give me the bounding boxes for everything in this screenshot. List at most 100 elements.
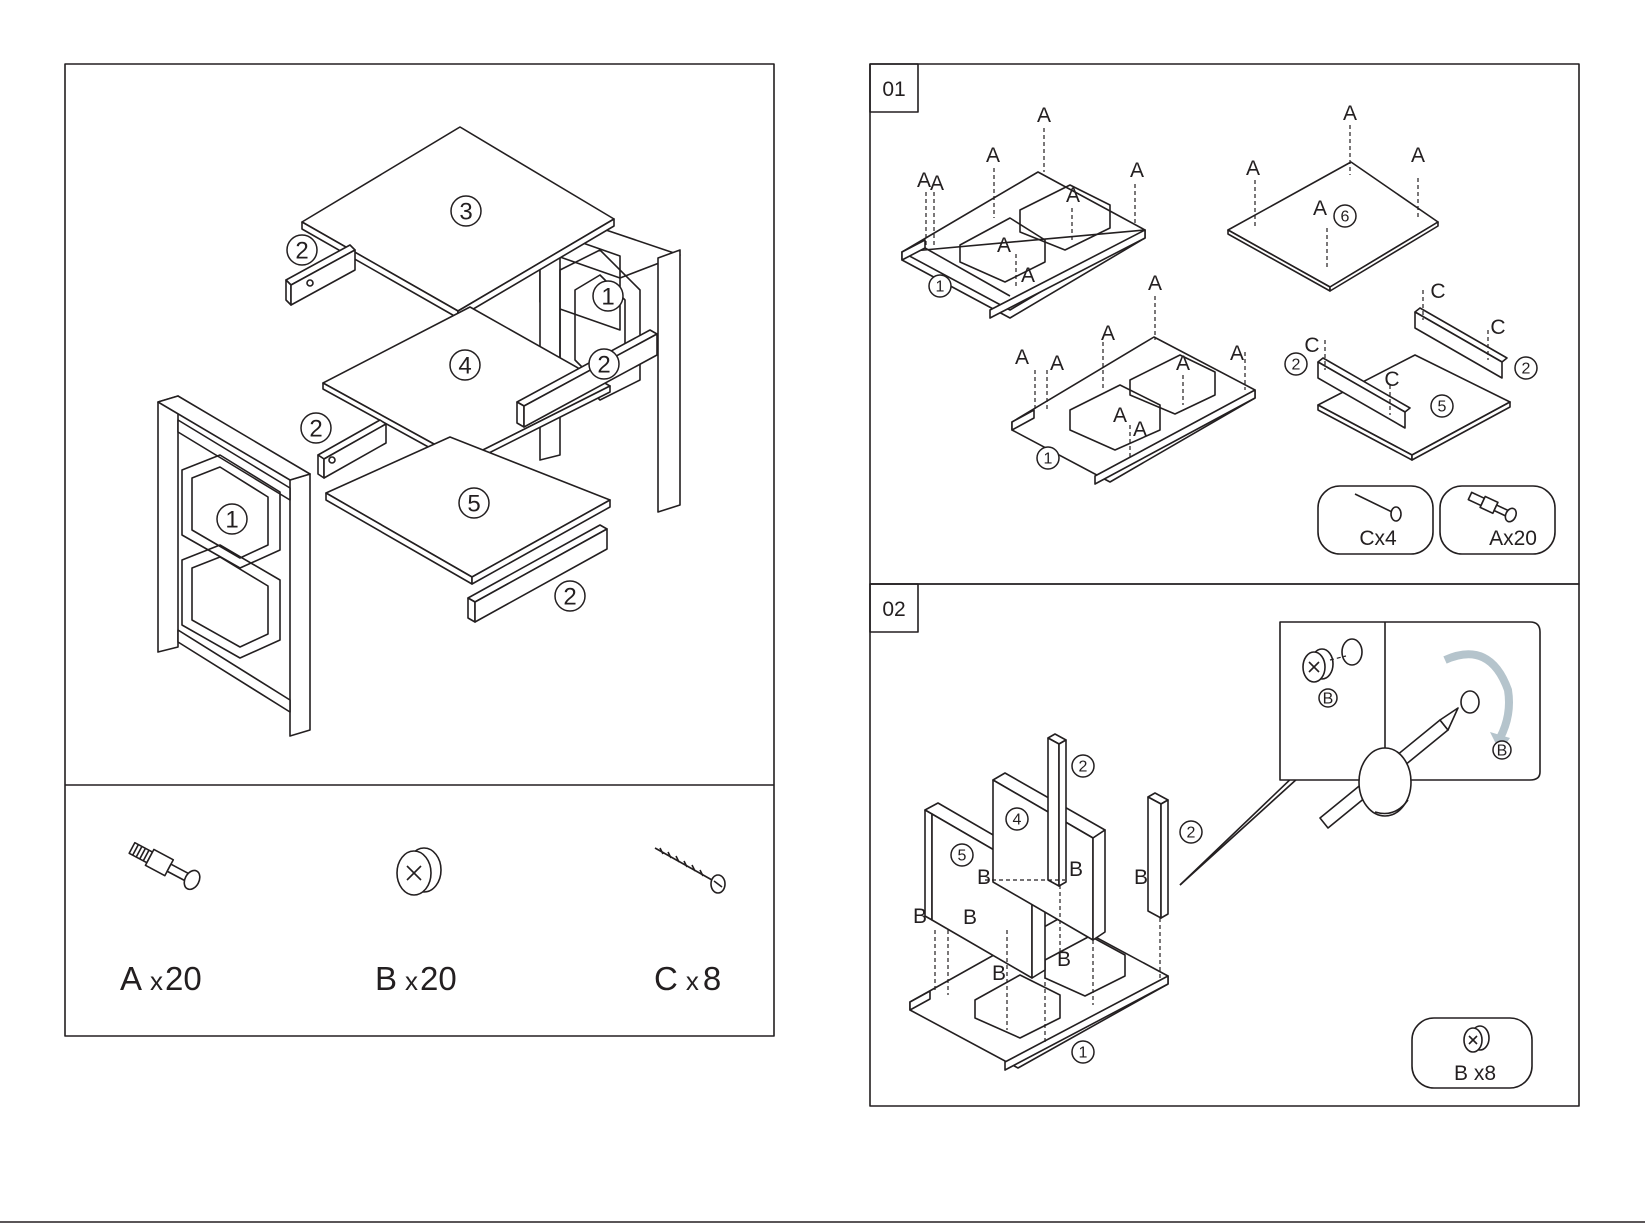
step-01-panel: 01 [870, 64, 1579, 584]
svg-text:3: 3 [459, 199, 472, 226]
wood-screw-icon [1355, 494, 1401, 521]
svg-text:A: A [1230, 342, 1244, 365]
step1-part-6: 6 [1334, 205, 1356, 227]
svg-text:C: C [1430, 280, 1445, 303]
vertical-rail-2-right [1148, 793, 1168, 918]
svg-text:B: B [977, 866, 991, 889]
part-label-2-left: 2 [301, 413, 331, 443]
hardware-box-B: B x8 [1412, 1018, 1532, 1088]
step2-part-2-right: 2 [1180, 821, 1202, 843]
svg-text:5: 5 [467, 491, 480, 518]
svg-text:B x8: B x8 [1454, 1062, 1496, 1085]
svg-text:A: A [917, 169, 931, 192]
svg-text:B: B [1497, 743, 1508, 760]
svg-text:C: C [1384, 368, 1399, 391]
svg-text:Ax20: Ax20 [120, 960, 202, 997]
svg-text:2: 2 [1187, 825, 1196, 842]
svg-text:2: 2 [1522, 361, 1531, 378]
svg-text:A: A [1130, 159, 1144, 182]
svg-text:C: C [1304, 334, 1319, 357]
svg-text:A: A [1037, 104, 1051, 127]
svg-text:B: B [1069, 858, 1083, 881]
cam-bolt-icon [1467, 490, 1518, 524]
step1-part-2-left: 2 [1285, 353, 1307, 375]
step1-part-2-right: 2 [1515, 357, 1537, 379]
step2-part-2-back: 2 [1072, 755, 1094, 777]
svg-text:B: B [1134, 866, 1148, 889]
part-label-3: 3 [451, 196, 481, 226]
svg-text:A: A [997, 234, 1011, 257]
step2-part-4: 4 [1006, 808, 1028, 830]
svg-text:C: C [1490, 316, 1505, 339]
svg-text:1: 1 [1044, 451, 1053, 468]
svg-text:B: B [1323, 691, 1334, 708]
svg-text:2: 2 [295, 238, 308, 265]
cam-lock-nut-icon [397, 848, 441, 895]
svg-text:A: A [1050, 352, 1064, 375]
step-number: 01 [882, 78, 905, 101]
svg-text:A: A [986, 144, 1000, 167]
svg-text:2: 2 [1079, 759, 1088, 776]
part-label-4: 4 [450, 350, 480, 380]
part-label-5: 5 [459, 488, 489, 518]
svg-text:1: 1 [936, 279, 945, 296]
svg-text:5: 5 [958, 848, 967, 865]
svg-text:B: B [913, 905, 927, 928]
svg-text:Ax20: Ax20 [1489, 527, 1537, 550]
bottom-panel-5-assembly [1318, 290, 1510, 460]
overview-panel: 3 2 1 4 2 2 5 1 2 [65, 64, 774, 1036]
svg-text:A: A [1101, 322, 1115, 345]
detail-part-B-2: B [1493, 741, 1511, 760]
svg-text:A: A [1343, 102, 1357, 125]
svg-text:1: 1 [225, 507, 238, 534]
step1-part-5: 5 [1431, 395, 1453, 417]
svg-text:5: 5 [1438, 399, 1447, 416]
part-label-2-right: 2 [589, 349, 619, 379]
step2-part-5: 5 [951, 844, 973, 866]
part-label-2-top: 2 [287, 235, 317, 265]
svg-text:Cx8: Cx8 [654, 960, 721, 997]
cam-bolt-icon [127, 839, 203, 892]
svg-text:2: 2 [563, 584, 576, 611]
step2-part-1: 1 [1072, 1041, 1094, 1063]
part-label-2-bottom: 2 [555, 581, 585, 611]
svg-text:A: A [1148, 272, 1162, 295]
svg-text:2: 2 [597, 352, 610, 379]
svg-text:Cx4: Cx4 [1359, 527, 1397, 550]
svg-text:A: A [1066, 184, 1080, 207]
svg-text:A: A [1411, 144, 1425, 167]
svg-text:A: A [1021, 264, 1035, 287]
step-02-panel: 02 [870, 584, 1579, 1106]
svg-text:B: B [963, 906, 977, 929]
detail-part-B: B [1319, 689, 1337, 708]
svg-text:4: 4 [1013, 812, 1022, 829]
svg-text:2: 2 [309, 416, 322, 443]
svg-text:A: A [930, 172, 944, 195]
hardware-box-A: Ax20 [1440, 486, 1555, 554]
step1-part-1-upper: 1 [929, 275, 951, 297]
svg-text:1: 1 [601, 284, 614, 311]
part-label-1-front: 1 [217, 504, 247, 534]
svg-text:1: 1 [1079, 1045, 1088, 1062]
step-number: 02 [882, 598, 905, 621]
top-panel-6 [1228, 125, 1438, 291]
svg-text:6: 6 [1341, 209, 1350, 226]
svg-text:A: A [1176, 352, 1190, 375]
svg-text:A: A [1015, 346, 1029, 369]
hardware-box-C: Cx4 [1318, 486, 1433, 554]
svg-text:4: 4 [458, 353, 471, 380]
svg-text:2: 2 [1292, 357, 1301, 374]
cam-lock-nut-icon [1464, 1026, 1489, 1052]
part-label-1-back: 1 [593, 281, 623, 311]
svg-text:B: B [1057, 948, 1071, 971]
side-frame-front [158, 396, 310, 736]
svg-text:A: A [1246, 157, 1260, 180]
svg-text:A: A [1313, 197, 1327, 220]
svg-text:B: B [992, 962, 1006, 985]
wood-screw-icon [655, 848, 725, 893]
step1-part-1-lower: 1 [1037, 447, 1059, 469]
